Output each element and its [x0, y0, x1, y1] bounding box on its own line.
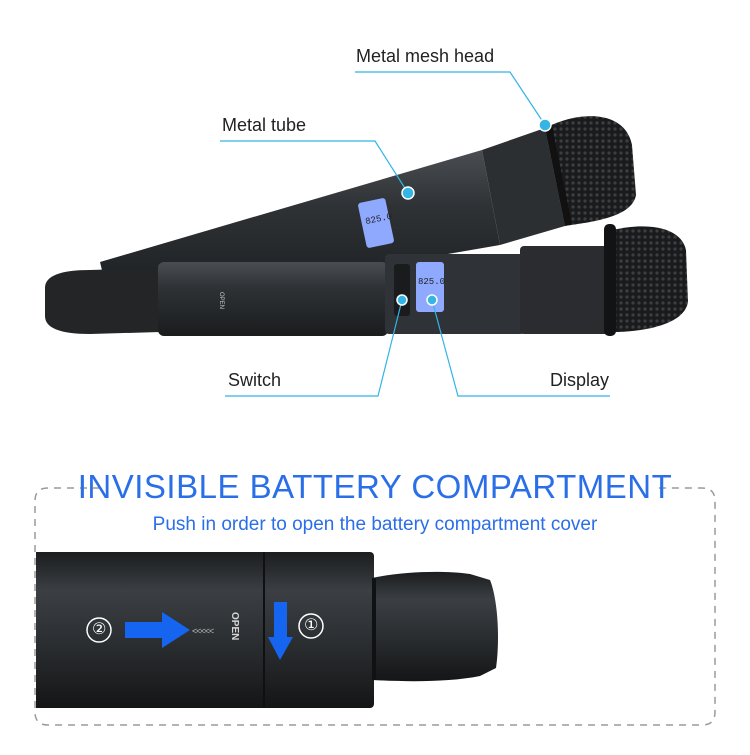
section-title: INVISIBLE BATTERY COMPARTMENT: [77, 468, 673, 505]
handle-arrow-chevrons: <<<<<: [192, 626, 214, 636]
front-lcd-value: 825.0: [418, 277, 445, 287]
metal-tube-label: Metal tube: [222, 115, 307, 135]
push-arrow-shaft: [125, 622, 165, 638]
handle-end-cap: [372, 571, 498, 682]
switch-callout-dot: [396, 294, 408, 306]
tube-callout-dot: [401, 186, 415, 200]
switch-callout-line: [225, 299, 403, 397]
step-one-number: ①: [304, 617, 319, 634]
down-arrow-head: [268, 637, 293, 660]
callout-lines: [220, 71, 610, 397]
step-two-circle: [86, 617, 112, 643]
back-mesh-head: [545, 116, 636, 226]
mesh-head-label: Metal mesh head: [356, 46, 495, 66]
display-callout-dot: [426, 294, 438, 306]
mesh-callout-dot: [538, 118, 552, 132]
section-subtitle: Push in order to open the battery compar…: [152, 514, 598, 535]
step-one-circle: [298, 613, 324, 639]
front-bottom-cap: [45, 268, 160, 334]
dashed-frame: [34, 487, 716, 726]
display-label: Display: [550, 370, 610, 390]
switch-label: Switch: [228, 370, 282, 390]
mesh-callout-line: [355, 71, 546, 126]
front-microphone: 825.0 OPEN: [45, 224, 688, 336]
tube-callout-line: [220, 140, 409, 194]
display-callout-line: [431, 299, 610, 397]
front-mesh-head: [605, 226, 688, 332]
handle-closeup: <<<<< OPEN: [36, 552, 498, 708]
push-arrow-head: [162, 612, 190, 648]
front-open-label: OPEN: [218, 292, 224, 309]
step-two-number: ②: [92, 621, 107, 638]
handle-open-label: OPEN: [229, 612, 240, 640]
front-switch: [394, 264, 410, 316]
back-lcd-display: [358, 198, 394, 248]
down-arrow-shaft: [274, 602, 287, 640]
